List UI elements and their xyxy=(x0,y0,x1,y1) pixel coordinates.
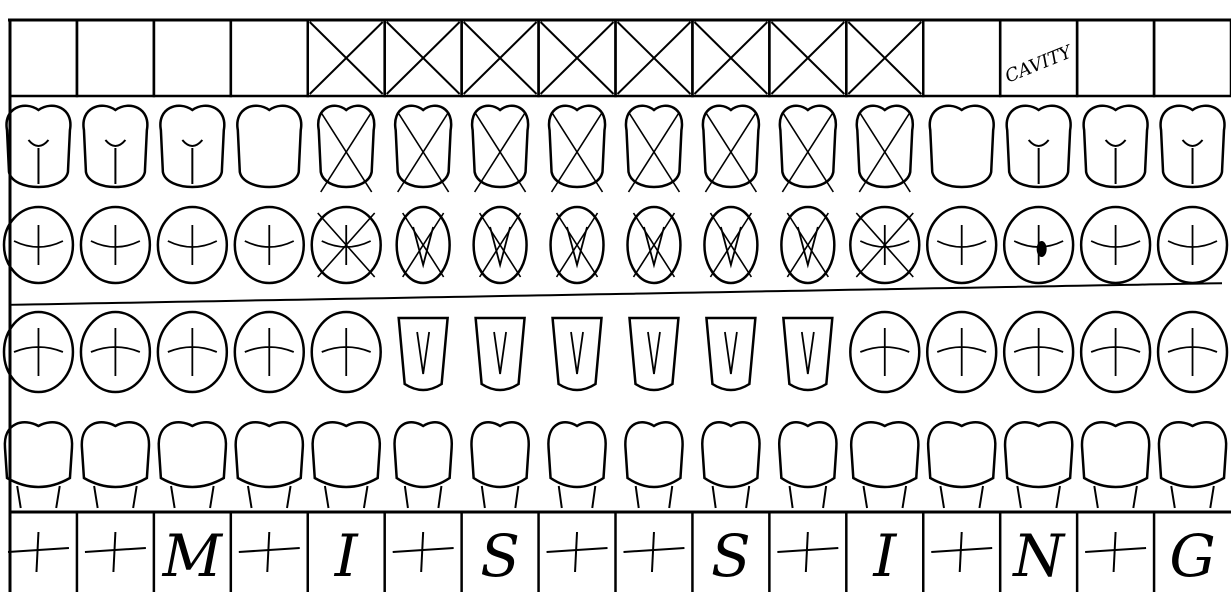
upper-occlusal-tooth xyxy=(397,207,450,283)
lower-occlusal-tooth xyxy=(783,318,832,390)
lower-occlusal-tooth xyxy=(312,312,381,392)
missing-letter: S xyxy=(480,522,520,590)
upper-tooth xyxy=(83,106,147,187)
upper-occlusal-tooth xyxy=(628,207,681,283)
lower-tooth xyxy=(1082,422,1149,508)
upper-tooth xyxy=(626,106,682,192)
extraction-mark xyxy=(848,22,921,94)
lower-occlusal-tooth xyxy=(927,312,996,392)
extraction-mark xyxy=(694,22,767,94)
upper-occlusal-tooth xyxy=(1081,207,1150,283)
lower-tooth xyxy=(313,422,380,508)
missing-letter: N xyxy=(1011,522,1066,590)
lower-occlusal-tooth xyxy=(1004,312,1073,392)
lower-occlusal-tooth xyxy=(553,318,602,390)
upper-occlusal-tooth xyxy=(4,207,73,283)
lower-occlusal-tooth xyxy=(630,318,679,390)
missing-letter: S xyxy=(711,522,751,590)
upper-buccal-teeth-row xyxy=(7,106,1225,192)
upper-tooth xyxy=(1007,106,1071,187)
upper-occlusal-tooth xyxy=(1158,207,1227,283)
lower-tooth xyxy=(159,422,226,508)
upper-tooth xyxy=(549,106,605,192)
lower-tooth xyxy=(625,422,682,508)
lower-tooth xyxy=(82,422,149,508)
missing-letter: I xyxy=(334,522,359,590)
upper-tooth xyxy=(1161,106,1225,187)
upper-tooth xyxy=(7,106,71,187)
upper-tooth xyxy=(930,106,994,187)
top-cell xyxy=(1154,20,1231,96)
jaw-divider-line xyxy=(10,283,1222,308)
upper-occlusal-tooth xyxy=(1004,207,1073,283)
extraction-mark xyxy=(387,22,460,94)
upper-tooth xyxy=(703,106,759,192)
upper-occlusal-tooth xyxy=(704,207,757,283)
upper-tooth xyxy=(1084,106,1148,187)
upper-occlusal-teeth-row xyxy=(4,207,1227,283)
lower-occlusal-tooth xyxy=(399,318,448,390)
top-cell xyxy=(154,20,231,96)
lower-buccal-teeth-row xyxy=(5,422,1226,508)
lower-occlusal-tooth xyxy=(476,318,525,390)
upper-occlusal-tooth xyxy=(551,207,604,283)
missing-letter: I xyxy=(872,522,897,590)
lower-tooth xyxy=(1005,422,1072,508)
top-cell xyxy=(77,20,154,96)
lower-tooth xyxy=(779,422,836,508)
top-cell xyxy=(1077,20,1154,96)
missing-letter: M xyxy=(162,522,224,590)
upper-occlusal-tooth xyxy=(850,207,919,283)
extraction-mark xyxy=(618,22,691,94)
lower-occlusal-teeth-row xyxy=(4,312,1227,392)
upper-tooth xyxy=(318,106,374,192)
upper-occlusal-tooth xyxy=(781,207,834,283)
upper-tooth xyxy=(395,106,451,192)
lower-occlusal-tooth xyxy=(158,312,227,392)
lower-occlusal-tooth xyxy=(1081,312,1150,392)
lower-tooth xyxy=(236,422,303,508)
lower-occlusal-tooth xyxy=(4,312,73,392)
upper-tooth xyxy=(472,106,528,192)
lower-occlusal-tooth xyxy=(235,312,304,392)
lower-tooth xyxy=(928,422,995,508)
upper-tooth xyxy=(160,106,224,187)
upper-occlusal-tooth xyxy=(158,207,227,283)
lower-occlusal-tooth xyxy=(81,312,150,392)
upper-tooth xyxy=(780,106,836,192)
upper-occlusal-tooth xyxy=(474,207,527,283)
missing-letter: G xyxy=(1169,522,1215,590)
lower-tooth xyxy=(548,422,605,508)
lower-tooth xyxy=(5,422,72,508)
lower-tooth xyxy=(1159,422,1226,508)
lower-occlusal-tooth xyxy=(1158,312,1227,392)
top-cell xyxy=(10,20,77,96)
lower-occlusal-tooth xyxy=(706,318,755,390)
top-cell xyxy=(923,20,1000,96)
lower-tooth xyxy=(851,422,918,508)
extraction-mark xyxy=(464,22,537,94)
upper-tooth xyxy=(857,106,913,192)
cavity-note: CAVITY xyxy=(1002,41,1077,87)
upper-occlusal-tooth xyxy=(312,207,381,283)
upper-occlusal-tooth xyxy=(81,207,150,283)
extraction-mark xyxy=(541,22,614,94)
upper-occlusal-tooth xyxy=(927,207,996,283)
upper-tooth xyxy=(237,106,301,187)
upper-occlusal-tooth xyxy=(235,207,304,283)
top-cell xyxy=(231,20,308,96)
extraction-mark xyxy=(310,22,383,94)
upper-marking-row: CAVITY xyxy=(10,20,1231,96)
lower-tooth xyxy=(395,422,452,508)
lower-occlusal-tooth xyxy=(850,312,919,392)
lower-tooth xyxy=(471,422,528,508)
extraction-mark xyxy=(771,22,844,94)
lower-tooth xyxy=(702,422,759,508)
